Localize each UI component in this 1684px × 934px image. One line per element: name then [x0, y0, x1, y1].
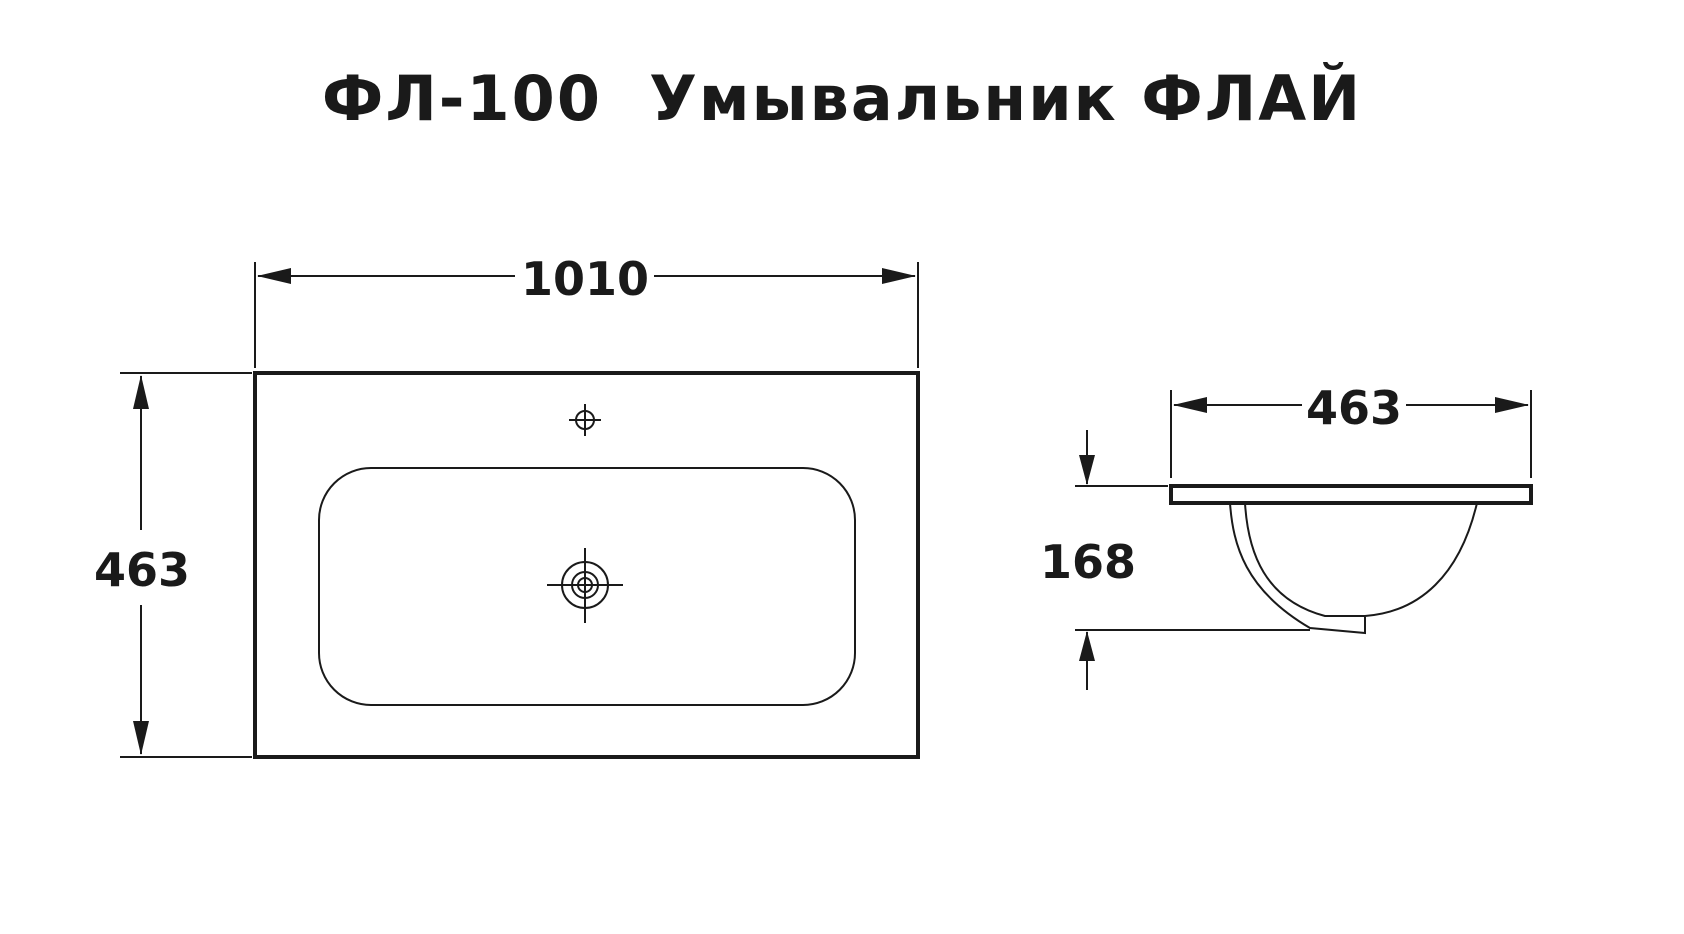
side-view-basin-profile [1229, 502, 1478, 635]
side-view-height-dimension: 168 [1040, 430, 1310, 690]
top-view-depth-label: 463 [94, 543, 190, 597]
side-view-height-label: 168 [1040, 535, 1136, 589]
side-view: 463 168 [1040, 381, 1533, 690]
arrow-left-icon [257, 268, 291, 284]
side-view-countertop [1169, 484, 1533, 505]
top-view-depth-dimension: 463 [94, 372, 252, 758]
arrow-right-icon [1495, 397, 1529, 413]
arrow-down-icon [1079, 455, 1095, 485]
arrow-left-icon [1173, 397, 1207, 413]
top-view: 1010 463 [94, 252, 920, 759]
drawing-title: ФЛ-100 Умывальник ФЛАЙ [322, 62, 1362, 135]
top-view-width-label: 1010 [521, 252, 649, 306]
faucet-hole [569, 404, 601, 436]
basin-bowl [318, 467, 856, 706]
drain-hole [547, 548, 623, 623]
arrow-down-icon [133, 721, 149, 755]
arrow-right-icon [882, 268, 916, 284]
arrow-up-icon [1079, 631, 1095, 661]
top-view-width-dimension: 1010 [254, 252, 919, 368]
side-view-depth-label: 463 [1306, 381, 1402, 435]
arrow-up-icon [133, 375, 149, 409]
countertop-outline [253, 371, 920, 759]
side-view-depth-dimension: 463 [1170, 381, 1532, 478]
